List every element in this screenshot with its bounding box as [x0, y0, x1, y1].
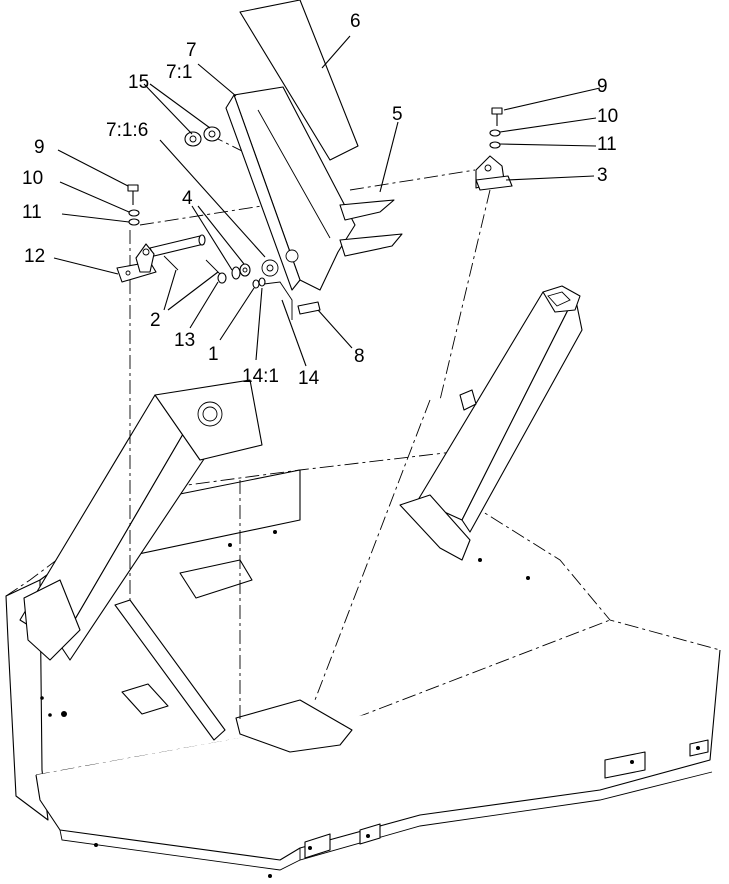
- callout-10-right: 10: [597, 106, 618, 127]
- callout-12: 12: [24, 246, 45, 267]
- callout-11-left: 11: [22, 202, 42, 223]
- callout-6: 6: [350, 11, 361, 32]
- pedal-bracket-upper: [339, 199, 395, 221]
- right-support-arm: [399, 285, 583, 561]
- left-support-arm: [19, 379, 263, 741]
- callout-7-1: 7:1: [166, 62, 192, 83]
- pivot-shaft: [149, 234, 206, 257]
- right-pivot-bracket: [475, 155, 513, 191]
- pedal-pad: [239, 0, 359, 161]
- deck-right-lip: [299, 771, 713, 861]
- left-pivot-bracket: [116, 243, 157, 283]
- left-foot-bracket: [23, 579, 81, 661]
- floor-opening: [121, 683, 169, 715]
- deck-tab-2: [359, 823, 381, 845]
- clevis-pin: [297, 301, 321, 315]
- deck-front-lip: [59, 829, 301, 871]
- callout-4: 4: [182, 188, 193, 209]
- callout-5: 5: [392, 104, 403, 125]
- right-tube-front-face: [417, 291, 576, 521]
- callout-15: 15: [128, 72, 149, 93]
- right-tab: [459, 389, 477, 411]
- pedal-arm-side: [225, 94, 301, 291]
- callout-labels: 6 7 7:1 15 7:1:6 5 9 10 11 3 9 10 11 4 1…: [22, 11, 618, 389]
- callout-14: 14: [298, 368, 320, 389]
- callout-7: 7: [186, 40, 197, 61]
- callout-9-right: 9: [597, 76, 608, 97]
- right-bolt-stack: [489, 107, 503, 149]
- callout-8: 8: [354, 346, 365, 367]
- leader-lines: [53, 35, 601, 367]
- callout-11-right: 11: [597, 134, 617, 155]
- center-plate: [235, 699, 353, 753]
- callout-14-1: 14:1: [242, 366, 279, 387]
- callout-2: 2: [150, 310, 161, 331]
- deck-opening: [179, 559, 253, 599]
- shaft-body: [149, 235, 205, 257]
- right-tube-opening: [547, 291, 571, 307]
- deck-assembly: [5, 449, 721, 878]
- left-bracket-ear: [135, 243, 155, 273]
- washers-and-nuts: [217, 263, 266, 289]
- callout-13: 13: [174, 330, 195, 351]
- callout-9-left: 9: [34, 137, 45, 158]
- callout-3: 3: [597, 165, 608, 186]
- callout-7-1-6: 7:1:6: [106, 120, 148, 141]
- deck-tab-1: [304, 833, 331, 859]
- right-bracket-base: [475, 175, 513, 191]
- callout-10-left: 10: [22, 168, 43, 189]
- callout-1: 1: [208, 344, 219, 365]
- right-foot-bracket: [399, 494, 471, 561]
- pedal-bracket-lower: [339, 233, 403, 257]
- left-brace: [114, 599, 226, 741]
- left-bolt-stack: [127, 184, 140, 226]
- right-tube-side-face: [461, 295, 583, 533]
- rod-and-pin: [263, 281, 321, 320]
- cotter-pins: [163, 255, 221, 275]
- assembly-centerlines: [129, 134, 491, 720]
- bushings: [184, 126, 221, 147]
- pedal-assembly: [225, 0, 403, 291]
- deck-tab-3: [604, 751, 646, 779]
